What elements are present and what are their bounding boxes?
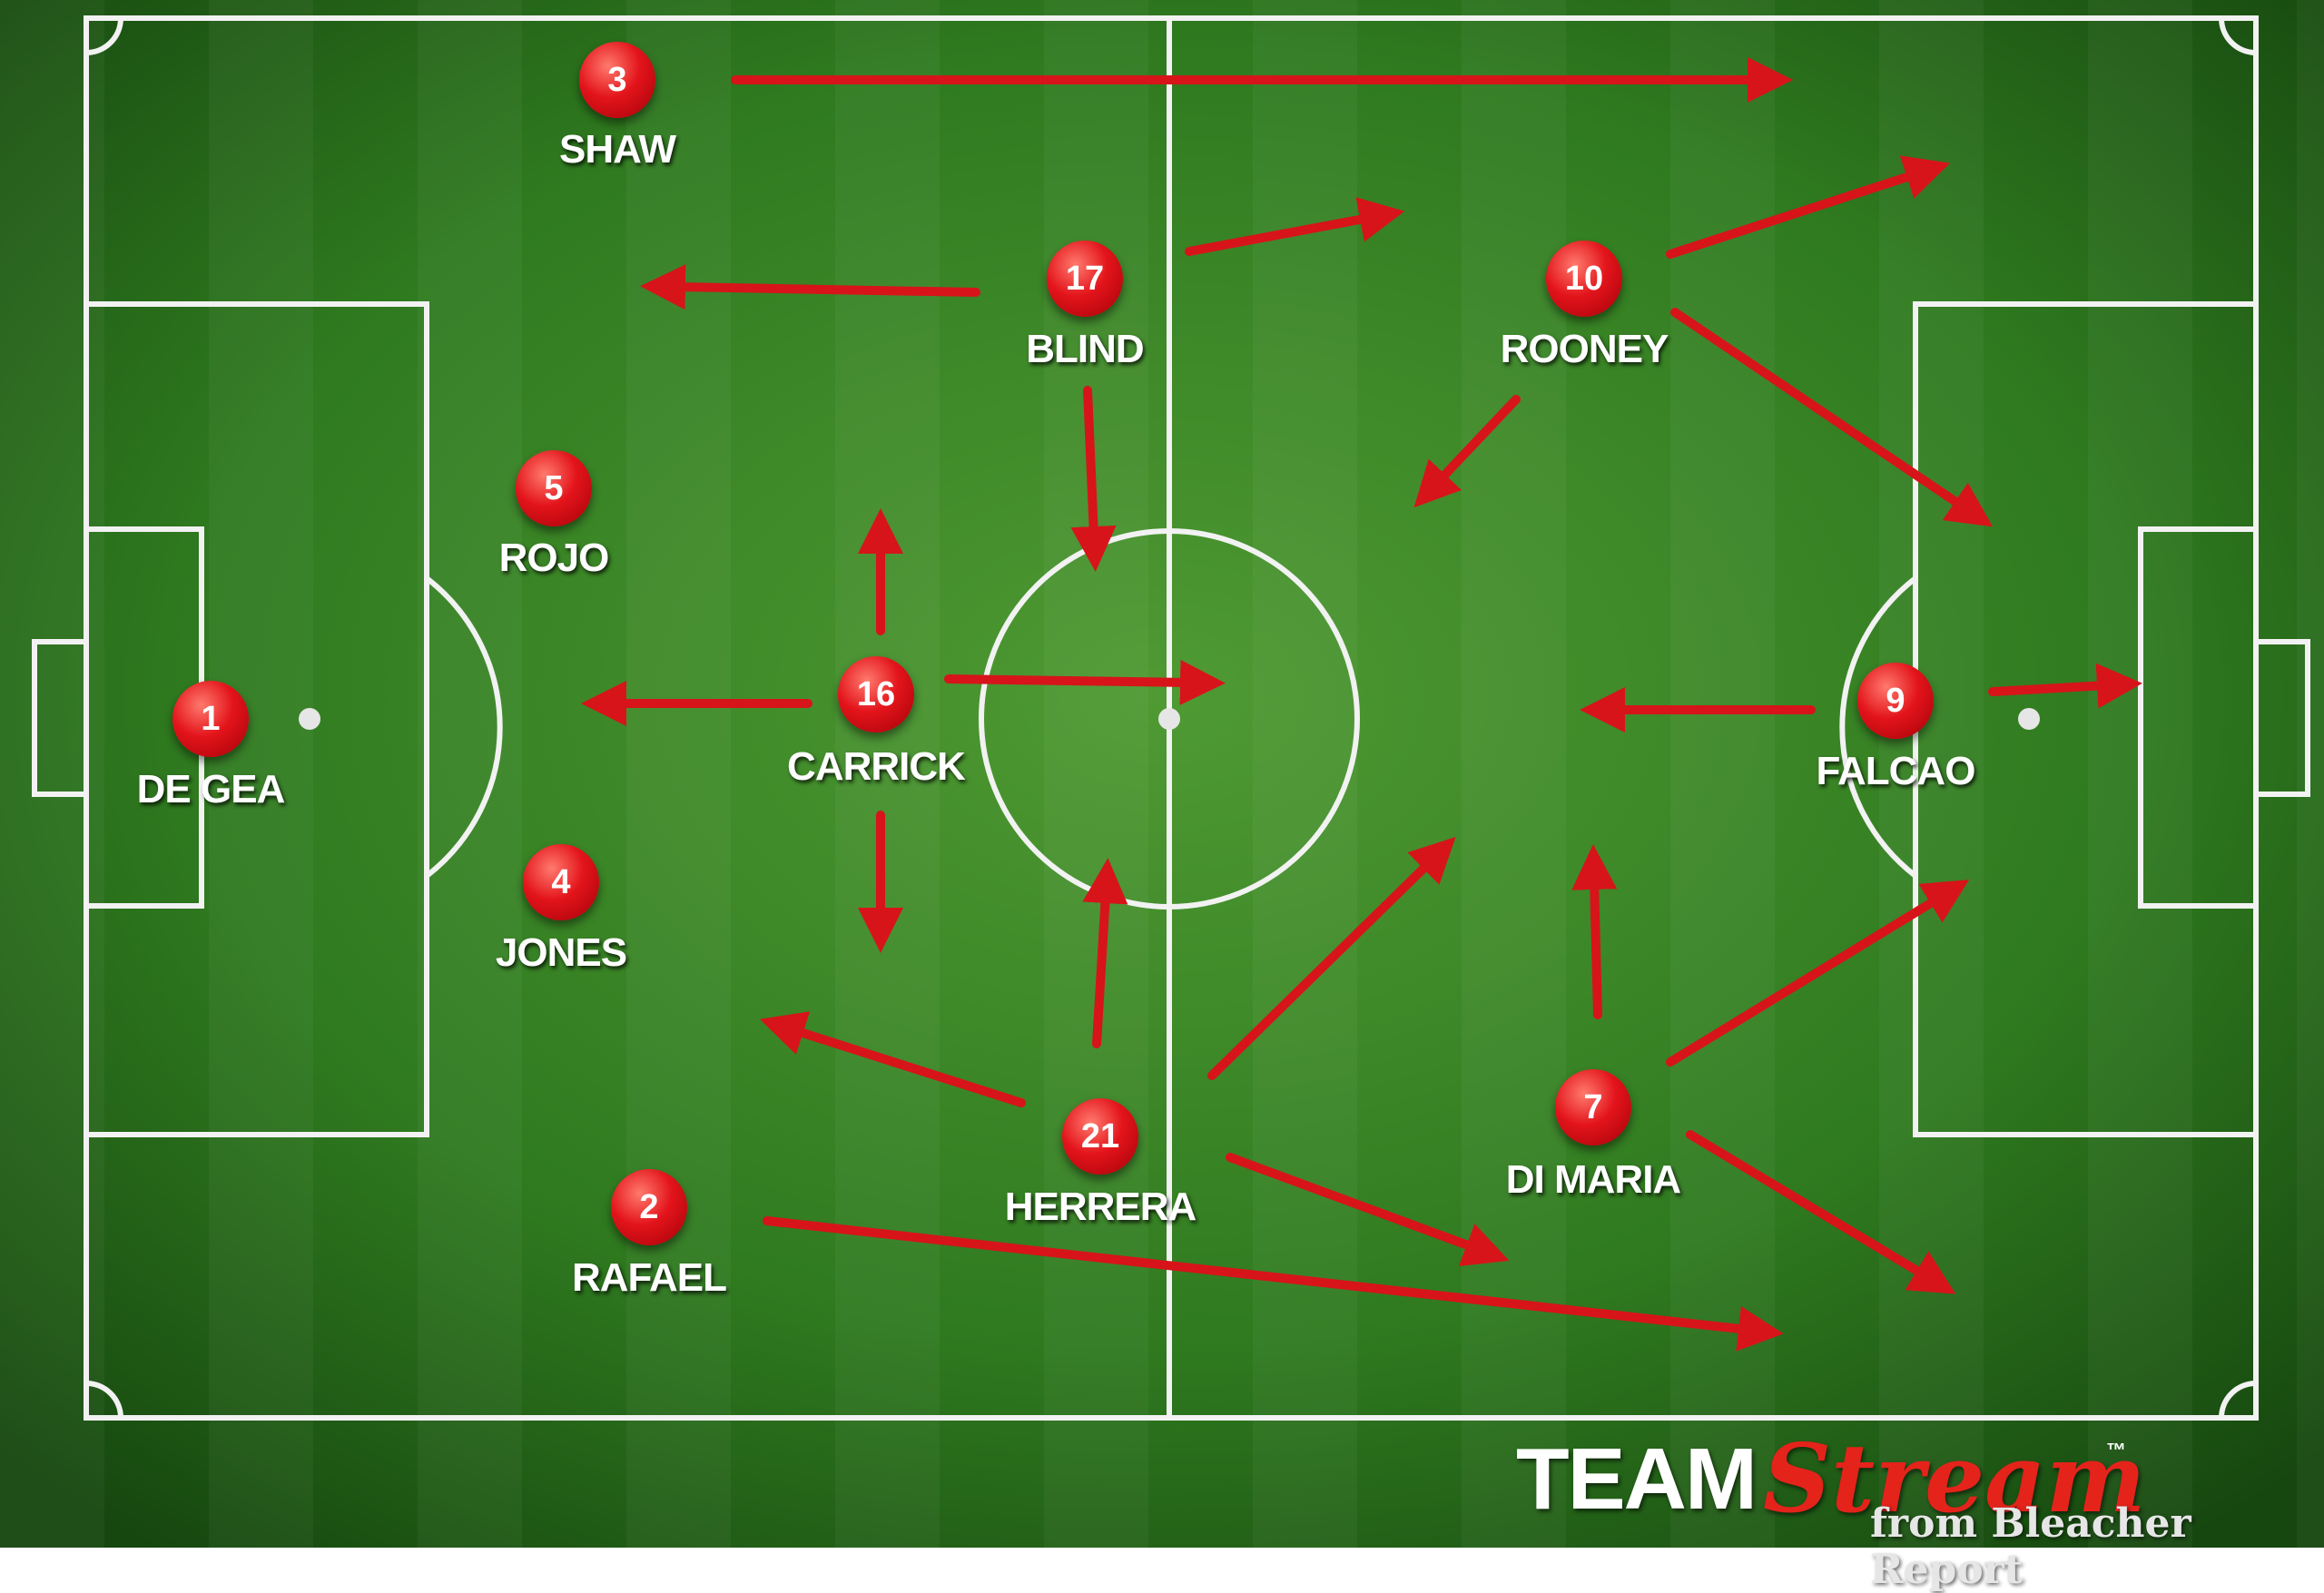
movement-arrow — [1185, 197, 1405, 256]
player-number-badge: 1 — [172, 681, 249, 757]
player-number-badge: 10 — [1546, 241, 1622, 317]
movement-arrow — [759, 1011, 1026, 1107]
player-number-badge: 4 — [523, 844, 599, 920]
player-name-label: HERRERA — [1004, 1185, 1197, 1229]
corner-arc-bottom-right — [2219, 1381, 2257, 1419]
right-penalty-spot — [2018, 708, 2040, 730]
player-number-badge: 2 — [611, 1169, 687, 1245]
corner-arc-bottom-left — [85, 1381, 123, 1419]
movement-arrow — [1988, 663, 2142, 709]
logo-trademark: ™ — [2106, 1439, 2126, 1461]
right-goal — [2253, 639, 2310, 797]
centre-spot — [1158, 708, 1180, 730]
player-number-badge: 5 — [516, 450, 592, 526]
player-name-label: DE GEA — [136, 767, 286, 811]
movement-arrow — [1070, 386, 1117, 572]
player-name-label: ROONEY — [1500, 327, 1669, 371]
player-name-label: DI MARIA — [1505, 1157, 1681, 1202]
movement-arrow — [944, 659, 1226, 705]
pitch-lines-and-arrows — [0, 0, 2324, 1548]
player-number-badge: 21 — [1062, 1098, 1138, 1175]
corner-arc-top-left — [85, 17, 123, 55]
player-name-label: FALCAO — [1816, 749, 1976, 793]
player-name-label: JONES — [495, 930, 627, 975]
movement-arrow — [1082, 858, 1128, 1048]
movement-arrow — [1670, 308, 1994, 527]
movement-arrow — [1413, 395, 1521, 508]
right-penalty-arc — [1839, 575, 1917, 879]
player-number-badge: 7 — [1555, 1069, 1631, 1146]
grass-stripes — [0, 0, 2324, 1548]
movement-arrow — [640, 264, 980, 310]
centre-circle — [979, 528, 1360, 910]
player-number-badge: 9 — [1857, 663, 1934, 739]
movement-arrow — [763, 1216, 1784, 1352]
corner-arc-top-right — [2219, 17, 2257, 55]
player-name-label: RAFAEL — [572, 1255, 727, 1300]
player-number-badge: 17 — [1047, 241, 1123, 317]
logo-subtitle: from Bleacher Report — [1870, 1500, 2191, 1593]
logo-stream-text: Stream — [1763, 1422, 2146, 1534]
player-name-label: SHAW — [559, 127, 676, 172]
left-goal — [32, 639, 89, 797]
movement-arrow — [1666, 880, 1970, 1067]
team-stream-logo: TEAM Stream ™ from Bleacher Report — [1516, 1422, 2315, 1593]
movement-arrow — [1226, 1153, 1510, 1266]
player-name-label: CARRICK — [787, 744, 966, 789]
player-name-label: BLIND — [1026, 327, 1144, 371]
player-number-badge: 3 — [579, 42, 655, 118]
movement-arrow — [1207, 837, 1456, 1080]
left-penalty-spot — [299, 708, 320, 730]
player-number-badge: 16 — [838, 656, 914, 733]
movement-arrow — [1686, 1130, 1956, 1294]
movement-arrow — [1666, 155, 1951, 259]
left-penalty-arc — [425, 575, 503, 879]
player-name-label: ROJO — [498, 536, 610, 580]
logo-team-text: TEAM — [1516, 1431, 1758, 1528]
movement-arrow — [1571, 844, 1618, 1019]
